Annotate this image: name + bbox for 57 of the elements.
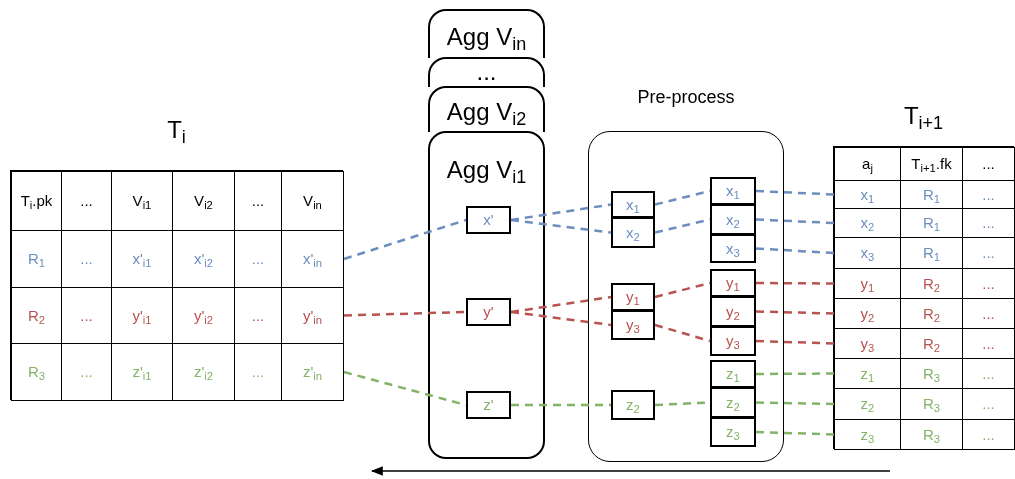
connector-line bbox=[755, 430, 835, 436]
column-header: V$_{in}$ bbox=[281, 171, 344, 231]
column-header: a$_{j}$ bbox=[834, 147, 901, 181]
connector-line bbox=[511, 403, 611, 407]
value-box: z$_{2}$ bbox=[710, 387, 756, 418]
connector-line bbox=[343, 218, 467, 261]
connector-line bbox=[755, 339, 835, 345]
card-title: Agg V$_{i1}$ bbox=[445, 155, 528, 190]
table-cell: R$_{3}$ bbox=[11, 343, 62, 401]
aggregation-card bbox=[428, 131, 545, 459]
column-header: ... bbox=[962, 147, 1015, 181]
connector-line bbox=[755, 218, 835, 225]
value-box: y$_{3}$ bbox=[611, 310, 655, 340]
connector-line bbox=[343, 370, 467, 407]
connector-line bbox=[510, 218, 612, 234]
connector-line bbox=[654, 218, 711, 234]
column-header: T$_{i}$.pk bbox=[11, 171, 62, 231]
value-box: x$_{2}$ bbox=[611, 217, 655, 248]
value-box: y' bbox=[466, 298, 511, 326]
panel-title: Pre-process bbox=[636, 87, 736, 108]
value-box: x$_{1}$ bbox=[611, 191, 655, 218]
value-box: x' bbox=[466, 206, 511, 234]
connector-line bbox=[343, 310, 467, 317]
value-box: x$_{1}$ bbox=[710, 177, 756, 205]
table-cell: z'$_{in}$ bbox=[281, 343, 344, 401]
value-box: z$_{1}$ bbox=[710, 360, 756, 388]
connector-line bbox=[510, 295, 612, 314]
value-box: y$_{1}$ bbox=[710, 269, 756, 297]
value-box: y$_{2}$ bbox=[710, 296, 756, 327]
connector-line bbox=[654, 323, 711, 343]
connector-line bbox=[654, 281, 711, 299]
connector-line bbox=[756, 372, 834, 376]
table-title: T$_{i}$ bbox=[166, 116, 187, 144]
value-box: y$_{1}$ bbox=[611, 283, 655, 311]
connector-line bbox=[755, 401, 835, 406]
card-title: ... bbox=[475, 59, 498, 85]
connector-line bbox=[510, 203, 612, 222]
value-box: z$_{2}$ bbox=[611, 390, 655, 420]
connector-line bbox=[756, 281, 834, 285]
table-cell: z$_{3}$ bbox=[834, 419, 901, 450]
value-box: x$_{3}$ bbox=[710, 234, 756, 263]
connector-line bbox=[510, 310, 612, 327]
connector-line bbox=[654, 189, 711, 206]
value-box: z' bbox=[466, 391, 511, 419]
connector-line bbox=[755, 247, 835, 255]
connector-line bbox=[755, 189, 835, 196]
aggregation-card bbox=[428, 57, 545, 87]
aggregation-card bbox=[428, 86, 545, 132]
connector-line bbox=[755, 310, 835, 315]
table-title: T$_{i+1}$ bbox=[902, 102, 945, 130]
table-cell: ... bbox=[962, 419, 1015, 450]
value-box: y$_{3}$ bbox=[710, 326, 756, 356]
card-title: Agg V$_{i2}$ bbox=[445, 97, 528, 132]
card-title: Agg V$_{in}$ bbox=[445, 22, 528, 57]
value-box: z$_{3}$ bbox=[710, 417, 756, 447]
aggregation-card bbox=[428, 9, 545, 58]
value-box: x$_{2}$ bbox=[710, 204, 756, 235]
